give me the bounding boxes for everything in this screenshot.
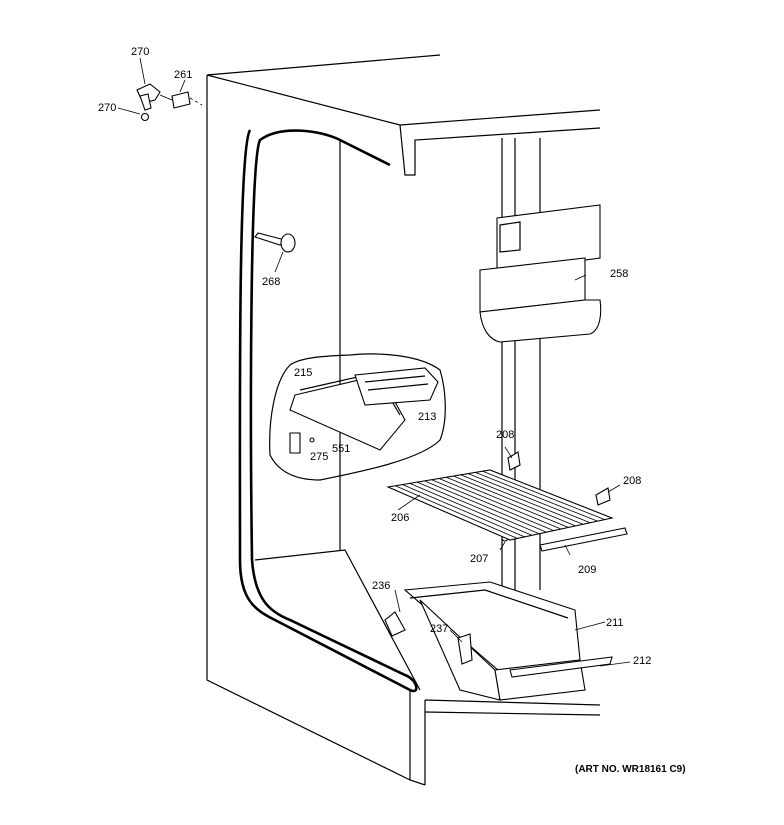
callout-211: 211 bbox=[606, 617, 624, 629]
callout-261: 261 bbox=[174, 69, 192, 81]
shelf-wire bbox=[438, 478, 562, 530]
callout-551: 551 bbox=[332, 443, 350, 455]
callout-208-right: 208 bbox=[623, 475, 641, 487]
crisper-drawer bbox=[384, 581, 613, 701]
shelf-wire bbox=[482, 470, 605, 520]
callout-212: 212 bbox=[633, 655, 651, 667]
shelf-wire bbox=[431, 479, 554, 531]
callout-labels: 270 261 270 268 258 215 213 551 275 208 … bbox=[98, 46, 686, 775]
callout-258: 258 bbox=[610, 268, 628, 280]
shelf-wire bbox=[460, 474, 584, 525]
art-number: (ART NO. WR18161 C9) bbox=[575, 764, 686, 775]
cabinet-shell bbox=[206, 54, 601, 786]
callout-215: 215 bbox=[294, 367, 312, 379]
callout-270-bottom: 270 bbox=[98, 102, 116, 114]
callout-208-left: 208 bbox=[496, 429, 514, 441]
water-valve bbox=[136, 83, 203, 122]
shelf-wire bbox=[446, 476, 569, 528]
shelf-wire bbox=[409, 482, 533, 536]
callout-206: 206 bbox=[391, 512, 409, 524]
callout-213: 213 bbox=[418, 411, 436, 423]
callout-leaders bbox=[117, 57, 631, 667]
callout-207: 207 bbox=[470, 553, 488, 565]
callout-275: 275 bbox=[310, 451, 328, 463]
door-bin-inset bbox=[269, 353, 446, 481]
callout-209: 209 bbox=[578, 564, 596, 576]
shelf-wire bbox=[453, 475, 576, 527]
shelf-wire bbox=[416, 481, 540, 535]
shelf-wire bbox=[424, 480, 547, 533]
callout-268: 268 bbox=[262, 276, 280, 288]
callout-270-top: 270 bbox=[131, 46, 149, 58]
shelf-wire bbox=[475, 472, 598, 522]
shelf-wire bbox=[402, 484, 525, 538]
shelf-wire bbox=[395, 485, 518, 539]
callout-236: 236 bbox=[372, 580, 390, 592]
control-housing bbox=[479, 204, 602, 343]
shelf-wire bbox=[467, 473, 591, 524]
callout-237: 237 bbox=[430, 623, 448, 635]
light-socket bbox=[254, 232, 296, 253]
wire-shelf bbox=[386, 469, 628, 552]
